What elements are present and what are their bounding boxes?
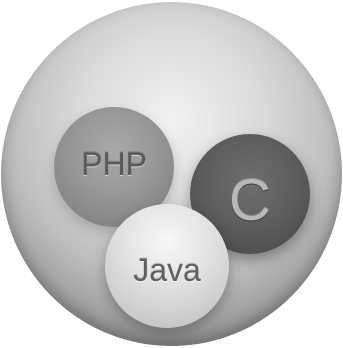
java-bubble: Java	[105, 204, 229, 328]
php-label: PHP	[81, 145, 147, 182]
java-label: Java	[133, 251, 201, 288]
c-label: C	[229, 167, 271, 233]
